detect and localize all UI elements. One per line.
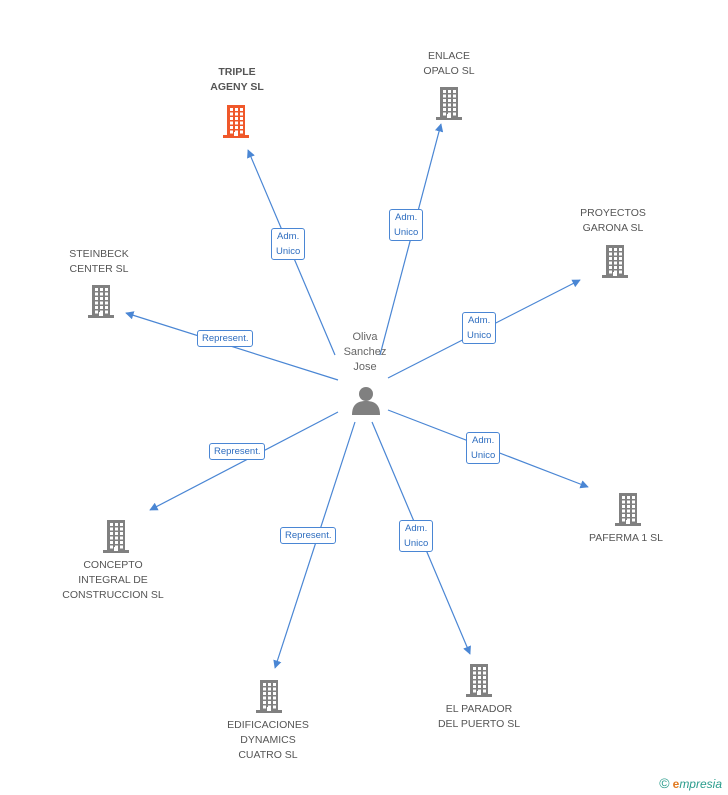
company-name-parador[interactable]: EL PARADOR DEL PUERTO SL [437,703,521,730]
person-icon[interactable] [350,385,382,415]
building-icon-edificaciones[interactable] [254,678,284,714]
company-name-steinbeck[interactable]: STEINBECK CENTER SL [69,248,129,275]
brand-name: mpresia [679,777,722,791]
footer-brand: ©empresia [659,775,722,791]
relation-tag-paferma: Adm. Unico [466,432,501,464]
relation-tag-triple: Adm. Unico [271,228,306,260]
relation-tag-concepto: Represent. [209,443,266,460]
relation-tag-proyectos: Adm. Unico [462,312,497,344]
building-icon-concepto[interactable] [101,518,131,554]
company-name-edificaciones[interactable]: EDIFICACIONES DYNAMICS CUATRO SL [227,719,309,761]
company-name-proyectos[interactable]: PROYECTOS GARONA SL [580,207,646,234]
company-name-triple[interactable]: TRIPLE AGENY SL [210,66,264,93]
company-name-enlace[interactable]: ENLACE OPALO SL [423,50,475,77]
center-person-name[interactable]: Oliva Sanchez Jose [343,331,387,373]
relation-tag-edificaciones: Represent. [280,527,337,544]
building-icon-triple[interactable] [221,103,251,139]
brand-initial: e [672,777,680,791]
company-name-concepto[interactable]: CONCEPTO INTEGRAL DE CONSTRUCCION SL [62,559,164,601]
relation-tag-enlace: Adm. Unico [389,209,424,241]
building-icon-steinbeck[interactable] [86,283,116,319]
edge-edificaciones [273,421,356,669]
building-icon-parador[interactable] [464,662,494,698]
relation-tag-parador: Adm. Unico [399,520,434,552]
company-name-paferma[interactable]: PAFERMA 1 SL [589,532,663,544]
building-icon-paferma[interactable] [613,491,643,527]
building-icon-enlace[interactable] [434,85,464,121]
relation-tag-steinbeck: Represent. [197,330,254,347]
edge-concepto [149,411,339,511]
building-icon-proyectos[interactable] [600,243,630,279]
copyright-symbol: © [659,775,670,791]
